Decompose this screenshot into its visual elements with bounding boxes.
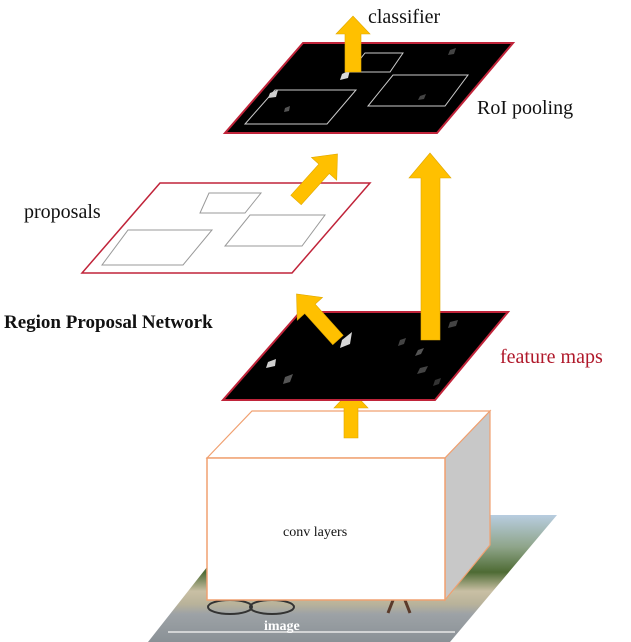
conv-layers-box: conv layers [205, 409, 492, 602]
arrow-icon [296, 293, 344, 346]
proposals-label: proposals [24, 201, 101, 223]
arrow-icon [335, 15, 371, 73]
arrow-icon [290, 153, 338, 206]
rpn-label: Region Proposal Network [4, 312, 213, 333]
image-label: image [264, 619, 300, 634]
conv-layers-label: conv layers [283, 525, 347, 540]
proposals-plane [80, 182, 372, 274]
feature-maps-label: feature maps [500, 346, 603, 368]
arrow-icon [408, 152, 452, 341]
roi-pooling-label: RoI pooling [477, 97, 573, 119]
feature-maps-plane [220, 311, 511, 401]
classifier-label: classifier [368, 6, 441, 28]
roi-pooling-plane [222, 42, 516, 134]
